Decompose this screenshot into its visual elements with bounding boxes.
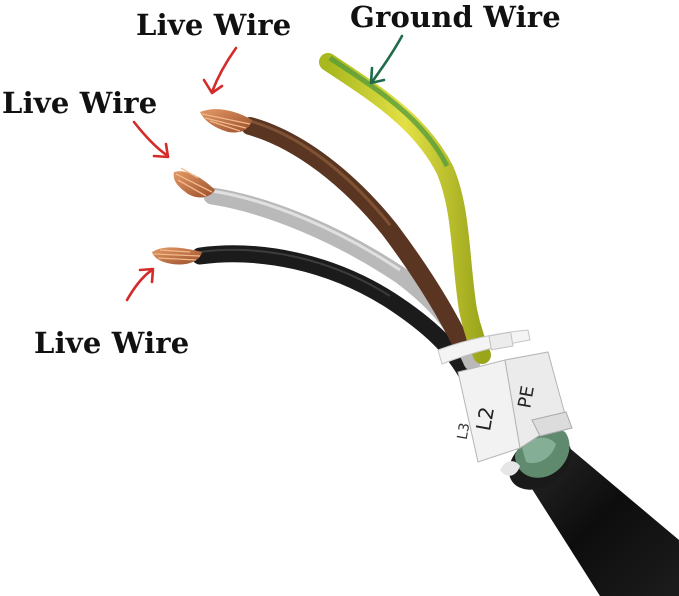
live-wire-label-middle: Live Wire (2, 86, 158, 120)
red-arrow-icon (132, 120, 170, 159)
sleeve-marker-back: PE (514, 384, 539, 410)
ground-wire-label: Ground Wire (350, 0, 561, 34)
red-arrow-icon (202, 46, 238, 95)
copper-strands (152, 109, 252, 265)
red-arrow-icon (125, 267, 155, 302)
yellow-green-wire (319, 53, 491, 364)
live-wire-label-bottom: Live Wire (34, 326, 190, 360)
green-arrow-icon (369, 34, 404, 85)
cable-tie (437, 329, 531, 365)
live-wire-label-top: Live Wire (136, 8, 292, 42)
brown-wire (241, 117, 471, 354)
marker-sleeves: L2 PE L3 (455, 351, 573, 463)
sleeve-marker-front: L2 (471, 405, 499, 433)
sleeve-marker-partial: L3 (455, 422, 474, 441)
